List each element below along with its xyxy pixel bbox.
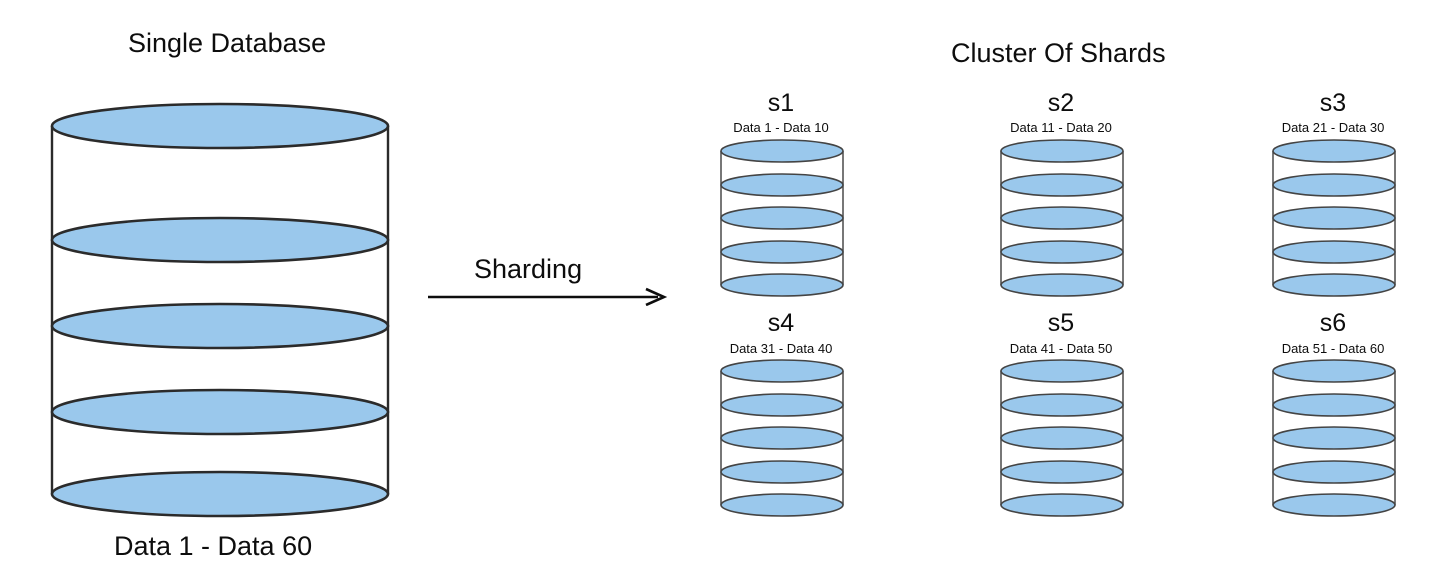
shard-cylinder-s2 bbox=[998, 139, 1126, 304]
shard-label-s1: s1 bbox=[767, 89, 795, 117]
shard-label-s2: s2 bbox=[1047, 89, 1075, 117]
shard-range-s6: Data 51 - Data 60 bbox=[1281, 341, 1385, 356]
shard-cylinder-s1 bbox=[718, 139, 846, 304]
single-database-title: Single Database bbox=[128, 28, 327, 58]
shard-label-s3: s3 bbox=[1319, 89, 1347, 117]
shard-range-s3: Data 21 - Data 30 bbox=[1281, 120, 1385, 135]
single-database-cylinder bbox=[48, 102, 392, 518]
single-database-caption: Data 1 - Data 60 bbox=[114, 531, 313, 561]
shard-cylinder-s5 bbox=[998, 359, 1126, 524]
shard-label-s6: s6 bbox=[1319, 309, 1347, 337]
shard-range-s1: Data 1 - Data 10 bbox=[733, 120, 829, 135]
shard-range-s5: Data 41 - Data 50 bbox=[1009, 341, 1113, 356]
shard-range-s4: Data 31 - Data 40 bbox=[729, 341, 833, 356]
shard-label-s5: s5 bbox=[1047, 309, 1075, 337]
shard-range-s2: Data 11 - Data 20 bbox=[1010, 120, 1112, 135]
right-arrow-icon bbox=[428, 286, 668, 311]
shard-label-s4: s4 bbox=[767, 309, 795, 337]
sharding-label: Sharding bbox=[474, 254, 583, 284]
shard-cylinder-s6 bbox=[1270, 359, 1398, 524]
cluster-of-shards-title: Cluster Of Shards bbox=[951, 38, 1166, 68]
shard-cylinder-s4 bbox=[718, 359, 846, 524]
shard-cylinder-s3 bbox=[1270, 139, 1398, 304]
